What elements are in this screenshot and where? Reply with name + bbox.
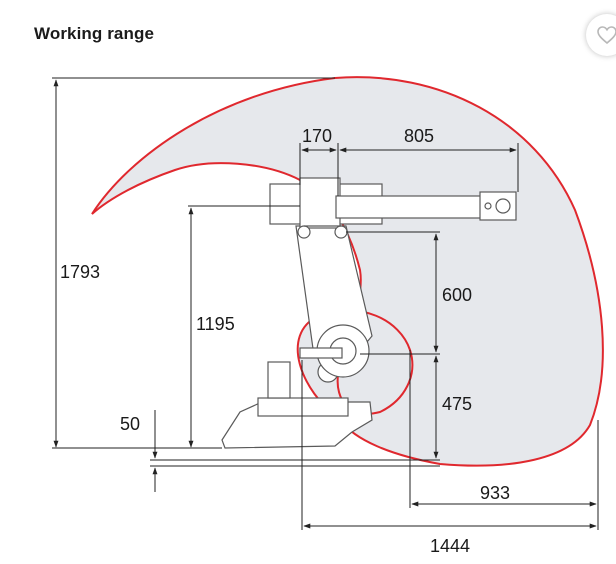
dim-base-offset: 50: [120, 414, 140, 434]
dim-shoulder-height: 1195: [196, 314, 235, 334]
dim-base-to-axis2: 475: [442, 394, 472, 414]
heart-icon: [597, 26, 616, 44]
dim-upper-arm: 600: [442, 285, 472, 305]
dim-forearm-offset: 170: [302, 126, 332, 146]
dimension-lines: [52, 77, 599, 530]
dimension-labels: 1793 1195 50 170 805 600 475 933 1444: [60, 126, 510, 556]
dim-forearm-length: 805: [404, 126, 434, 146]
dim-total-height: 1793: [60, 262, 100, 282]
robot-outline: [221, 177, 517, 449]
favorite-button[interactable]: [586, 14, 616, 56]
section-title: Working range: [34, 24, 155, 43]
dim-max-reach: 1444: [430, 536, 470, 556]
dim-min-reach: 933: [480, 483, 510, 503]
